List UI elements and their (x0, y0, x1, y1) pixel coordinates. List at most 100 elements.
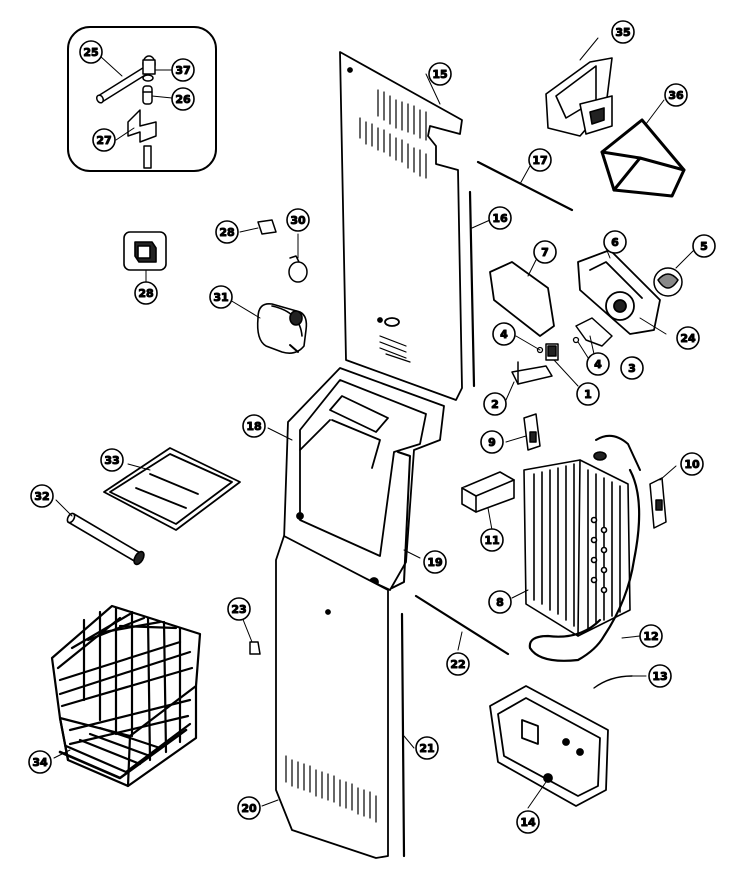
part-26-sleeve (143, 86, 152, 104)
callout-18: 18 (242, 414, 266, 438)
callout-12: 12 (639, 624, 663, 648)
svg-text:4: 4 (594, 358, 602, 371)
callout-4-right: 4 (586, 352, 610, 376)
svg-text:23: 23 (231, 603, 246, 616)
part-10-bracket (650, 478, 666, 528)
svg-text:21: 21 (419, 742, 434, 755)
svg-text:17: 17 (532, 154, 547, 167)
part-14-drain-pan (490, 686, 608, 806)
callout-1: 1 (576, 382, 600, 406)
callout-30: 30 (286, 208, 310, 232)
part-36-wire-frame (602, 120, 684, 196)
svg-text:25: 25 (83, 46, 98, 59)
callout-20: 20 (237, 796, 261, 820)
callout-4-left: 4 (492, 322, 516, 346)
svg-text:18: 18 (246, 420, 261, 433)
part-21-gasket-strip (402, 614, 404, 856)
part-32-roller (66, 512, 146, 566)
callout-10: 10 (680, 452, 704, 476)
svg-text:8: 8 (496, 596, 504, 609)
part-15-vents-top (359, 89, 427, 363)
svg-text:31: 31 (213, 291, 228, 304)
part-11-block (462, 472, 514, 512)
svg-text:32: 32 (34, 490, 49, 503)
svg-text:16: 16 (492, 212, 508, 225)
svg-text:20: 20 (241, 802, 257, 815)
part-3-bracket (576, 318, 612, 346)
callout-3: 3 (620, 356, 644, 380)
svg-text:3: 3 (628, 362, 636, 375)
svg-text:4: 4 (500, 328, 508, 341)
callout-24: 24 (676, 326, 700, 350)
callout-28-block: 28 (134, 281, 158, 305)
part-1-relay (546, 344, 558, 360)
part-30-light-bulb (289, 256, 307, 282)
part-9-bracket (524, 414, 540, 450)
part-13-clip (594, 676, 632, 688)
callout-15: 15 (428, 62, 452, 86)
callout-2: 2 (483, 392, 507, 416)
svg-text:30: 30 (290, 214, 306, 227)
part-22-strip (416, 596, 508, 654)
svg-text:28: 28 (219, 226, 234, 239)
svg-text:33: 33 (104, 454, 119, 467)
part-34-wire-basket (52, 606, 200, 786)
callout-27: 27 (92, 128, 116, 152)
callout-16: 16 (488, 206, 512, 230)
callout-11: 11 (480, 528, 504, 552)
callout-23: 23 (227, 597, 251, 621)
callout-14: 14 (516, 810, 540, 834)
callout-25: 25 (79, 40, 103, 64)
svg-text:13: 13 (652, 670, 667, 683)
callout-26: 26 (171, 87, 195, 111)
svg-text:27: 27 (96, 134, 111, 147)
callout-21: 21 (415, 736, 439, 760)
callout-22: 22 (446, 652, 470, 676)
part-19-trim (392, 452, 410, 588)
svg-text:14: 14 (520, 816, 536, 829)
svg-text:9: 9 (488, 436, 496, 449)
svg-text:10: 10 (684, 458, 700, 471)
callout-35: 35 (611, 20, 635, 44)
part-23-screw (250, 642, 260, 654)
part-12-heater (530, 470, 639, 661)
svg-text:5: 5 (700, 240, 708, 253)
callout-13: 13 (648, 664, 672, 688)
part-2-mount (512, 362, 552, 384)
part-35-bracket (546, 58, 612, 136)
part-27-clip (128, 110, 156, 168)
part-17-strip (478, 162, 572, 210)
leader-lines (53, 37, 695, 809)
callout-6: 6 (603, 230, 627, 254)
svg-text:36: 36 (668, 89, 684, 102)
part-8-evaporator (524, 436, 640, 636)
svg-text:34: 34 (32, 756, 48, 769)
svg-text:6: 6 (611, 236, 619, 249)
callout-19: 19 (423, 550, 447, 574)
part-28-switch-block (124, 232, 166, 270)
part-20-lower-panel (276, 536, 388, 858)
part-25-rod (95, 56, 155, 104)
part-16-gasket-strip (470, 192, 474, 386)
svg-text:12: 12 (643, 630, 658, 643)
callout-7: 7 (533, 240, 557, 264)
callout-37: 37 (171, 58, 195, 82)
part-20-vents (285, 755, 377, 823)
svg-text:28: 28 (138, 287, 153, 300)
svg-text:26: 26 (175, 93, 191, 106)
svg-text:1: 1 (584, 388, 592, 401)
callout-9: 9 (480, 430, 504, 454)
svg-text:35: 35 (615, 26, 630, 39)
svg-text:24: 24 (680, 332, 696, 345)
svg-text:2: 2 (491, 398, 499, 411)
part-15-upper-panel (340, 52, 462, 400)
part-31-lamp-cover (258, 304, 307, 353)
svg-text:19: 19 (427, 556, 442, 569)
part-7-cover (490, 262, 554, 336)
part-28-socket (258, 220, 276, 234)
callout-34: 34 (28, 750, 52, 774)
svg-text:15: 15 (432, 68, 447, 81)
part-5-fan-blade (654, 268, 682, 296)
callout-31: 31 (209, 285, 233, 309)
